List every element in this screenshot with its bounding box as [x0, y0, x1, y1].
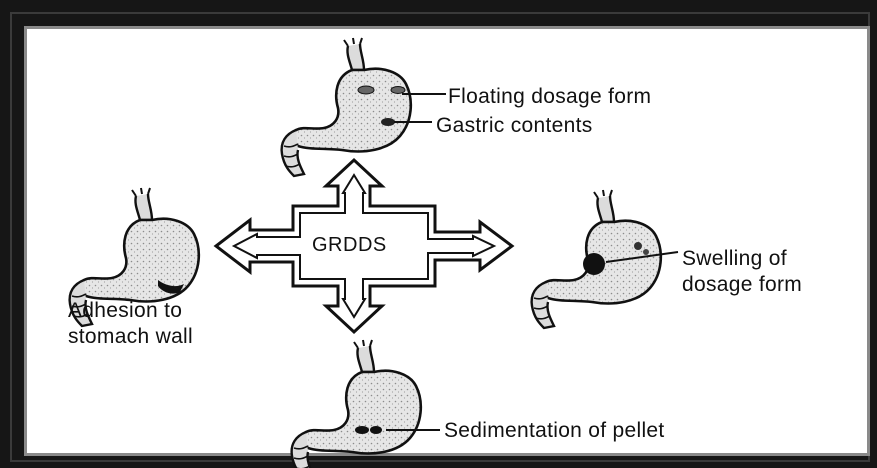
stomach-swelling — [532, 190, 661, 328]
label-adhesion: Adhesion to stomach wall — [68, 298, 193, 350]
stomach-floating — [282, 38, 411, 176]
label-swelling: Swelling of dosage form — [682, 246, 802, 298]
stomach-sedimentation — [292, 340, 421, 468]
label-floating-dosage-form: Floating dosage form — [448, 84, 651, 110]
label-sedimentation: Sedimentation of pellet — [444, 418, 665, 444]
center-label: GRDDS — [312, 234, 387, 257]
label-gastric-contents: Gastric contents — [436, 113, 593, 139]
